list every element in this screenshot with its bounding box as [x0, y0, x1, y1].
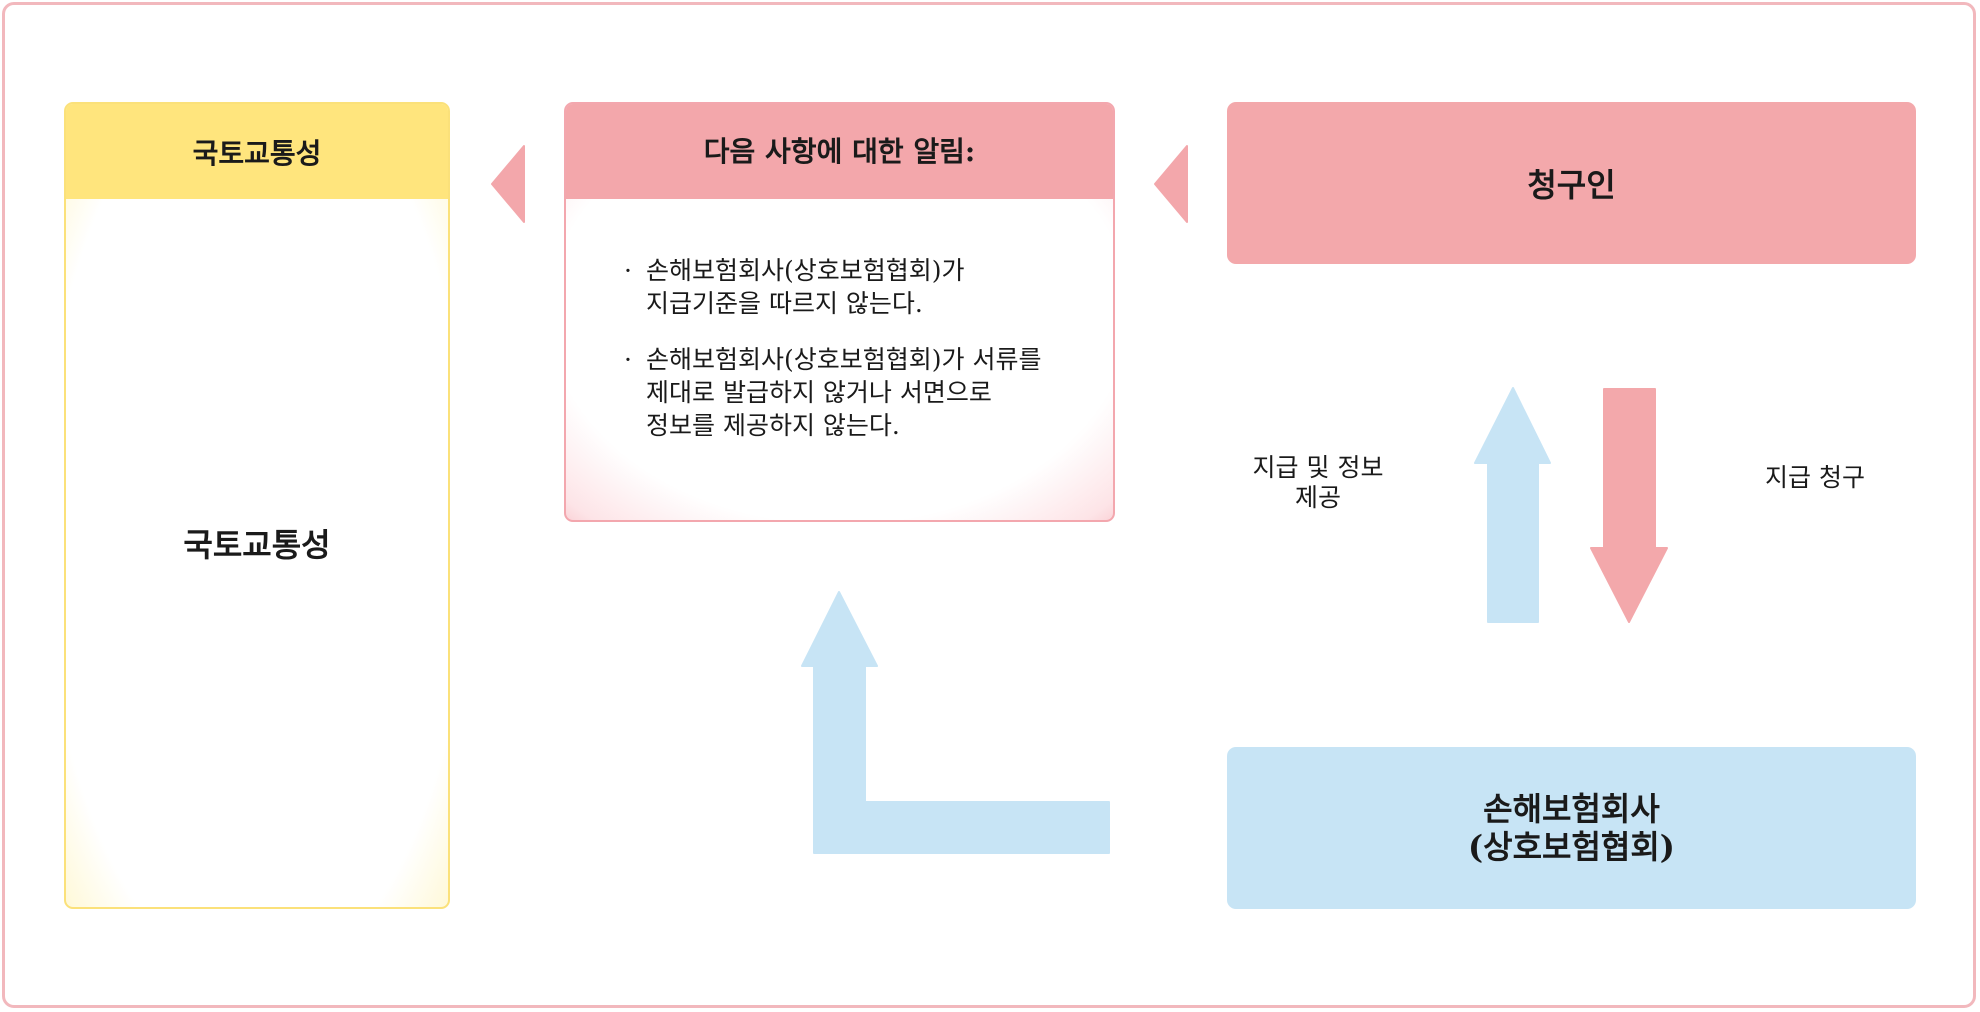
payment-info-label: 지급 및 정보 제공	[1238, 453, 1398, 513]
claimant-label: 청구인	[1527, 166, 1616, 204]
notice-item: · 손해보험회사(상호보험협회)가 지급기준을 따르지 않는다.	[624, 254, 1094, 320]
bullet: ·	[624, 345, 632, 374]
notice-item-line: 제대로 발급하지 않거나 서면으로	[646, 378, 992, 407]
notice-item-line: 손해보험회사(상호보험협회)가	[646, 256, 965, 285]
insurer-label-line2: (상호보험협회)	[1468, 828, 1675, 866]
claimant-box: 청구인	[1227, 102, 1916, 264]
payment-claim-label: 지급 청구	[1765, 463, 1865, 492]
notice-item-line: 정보를 제공하지 않는다.	[646, 411, 900, 440]
notice-item: · 손해보험회사(상호보험협회)가 서류를 제대로 발급하지 않거나 서면으로 …	[624, 343, 1094, 442]
l-arrow-insurer-to-notice	[801, 591, 1110, 854]
notice-box: 다음 사항에 대한 알림: · 손해보험회사(상호보험협회)가 지급기준을 따르…	[564, 102, 1115, 522]
bullet: ·	[624, 256, 632, 285]
notice-header: 다음 사항에 대한 알림:	[566, 104, 1113, 199]
notice-item-line: 지급기준을 따르지 않는다.	[646, 289, 923, 318]
up-arrow-payment-info	[1474, 387, 1551, 623]
ministry-box: 국토교통성 국토교통성	[64, 102, 450, 909]
left-triangle-arrow-to-ministry	[491, 145, 525, 223]
ministry-header: 국토교통성	[66, 104, 448, 199]
left-triangle-arrow-to-notice	[1154, 145, 1188, 223]
notice-item-line: 손해보험회사(상호보험협회)가 서류를	[646, 345, 1042, 374]
down-arrow-payment-claim	[1590, 388, 1668, 623]
ministry-body-label: 국토교통성	[183, 526, 331, 564]
insurer-label-line1: 손해보험회사	[1483, 790, 1660, 828]
notice-list: · 손해보험회사(상호보험협회)가 지급기준을 따르지 않는다. · 손해보험회…	[624, 254, 1094, 465]
insurer-box: 손해보험회사 (상호보험협회)	[1227, 747, 1916, 909]
payment-info-label-line2: 제공	[1294, 483, 1341, 512]
payment-info-label-line1: 지급 및 정보	[1252, 453, 1384, 482]
